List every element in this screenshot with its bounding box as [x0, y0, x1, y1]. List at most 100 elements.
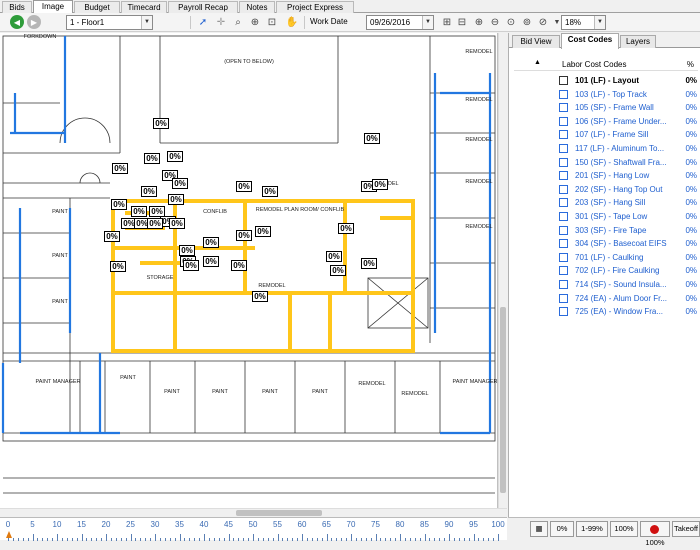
horizontal-scrollbar[interactable] — [0, 508, 507, 517]
progress-marker[interactable]: 0% — [330, 265, 346, 276]
cost-code-row[interactable]: 724 (EA) - Alum Door Fr...0% — [547, 292, 697, 305]
cost-code-checkbox[interactable] — [559, 171, 568, 181]
tab-payroll-recap[interactable]: Payroll Recap — [168, 1, 238, 13]
filter-icon[interactable]: ▦ — [530, 521, 548, 537]
crosshair-icon[interactable]: ✛ — [216, 16, 226, 28]
cost-code-checkbox[interactable] — [559, 89, 568, 99]
vertical-scrollbar[interactable] — [498, 33, 507, 508]
sort-caret-icon[interactable]: ▲ — [534, 59, 541, 66]
progress-marker[interactable]: 0% — [252, 291, 268, 302]
cost-code-row[interactable]: 150 (SF) - Shaftwall Fra...0% — [547, 156, 697, 169]
filter-0-button[interactable]: 0% — [550, 521, 574, 537]
cost-code-checkbox[interactable] — [559, 280, 568, 289]
zoom-select[interactable]: 18% ▼ — [561, 15, 606, 30]
progress-marker[interactable]: 0% — [203, 237, 219, 248]
progress-marker[interactable]: 0% — [149, 206, 165, 217]
cost-code-checkbox[interactable] — [559, 198, 568, 208]
progress-marker[interactable]: 0% — [203, 256, 219, 267]
cost-code-checkbox[interactable] — [559, 184, 568, 194]
progress-marker[interactable]: 0% — [236, 230, 252, 241]
zoom-in-page-icon[interactable]: ⊞ — [442, 16, 452, 28]
cost-code-row[interactable]: 106 (SF) - Frame Under...0% — [547, 115, 697, 128]
cost-code-checkbox[interactable] — [559, 157, 568, 167]
progress-marker[interactable]: 0% — [110, 261, 126, 272]
tab-notes[interactable]: Notes — [239, 1, 275, 13]
progress-marker[interactable]: 0% — [104, 231, 120, 242]
cost-code-checkbox[interactable] — [559, 293, 568, 303]
filter-100-button[interactable]: 100% — [610, 521, 638, 537]
zoom-icon[interactable]: ⌕ — [235, 16, 241, 28]
chevron-down-icon[interactable]: ▼ — [553, 18, 561, 26]
cost-code-row[interactable]: 714 (SF) - Sound Insula...0% — [547, 278, 697, 291]
progress-marker[interactable]: 0% — [141, 186, 157, 197]
progress-marker[interactable]: 0% — [144, 153, 160, 164]
cost-code-checkbox[interactable] — [559, 239, 568, 249]
tab-image[interactable]: Image — [33, 0, 73, 14]
tab-budget[interactable]: Budget — [74, 1, 120, 13]
cost-code-checkbox[interactable] — [559, 116, 568, 126]
cost-code-row[interactable]: 725 (EA) - Window Fra...0% — [547, 305, 697, 318]
tab-bid-view[interactable]: Bid View — [512, 35, 560, 48]
cost-code-row[interactable]: 117 (LF) - Aluminum To...0% — [547, 142, 697, 155]
progress-marker[interactable]: 0% — [361, 258, 377, 269]
ruler-pointer-icon[interactable] — [6, 531, 12, 538]
cost-code-checkbox[interactable] — [559, 225, 568, 235]
progress-marker[interactable]: 0% — [364, 133, 380, 144]
zoom-extents-icon[interactable]: ⊡ — [267, 16, 277, 28]
pan-hand-icon[interactable]: ✋ — [285, 16, 299, 28]
floor-plan-canvas[interactable]: (OPEN TO BELOW) REMODEL REMODEL REMODEL … — [0, 33, 498, 508]
cost-code-checkbox[interactable] — [559, 252, 568, 262]
tab-project-express[interactable]: Project Express — [276, 1, 354, 13]
horizontal-scroll-thumb[interactable] — [236, 510, 322, 516]
tab-cost-codes[interactable]: Cost Codes — [561, 33, 619, 49]
cost-code-checkbox[interactable] — [559, 266, 568, 276]
progress-marker[interactable]: 0% — [172, 178, 188, 189]
progress-marker[interactable]: 0% — [169, 218, 185, 229]
forward-icon[interactable]: ▶ — [27, 15, 41, 29]
progress-marker[interactable]: 0% — [167, 151, 183, 162]
progress-marker[interactable]: 0% — [147, 218, 163, 229]
cost-code-checkbox[interactable] — [559, 130, 568, 140]
tab-layers[interactable]: Layers — [620, 35, 656, 48]
zoom-in-icon[interactable]: ⊕ — [474, 16, 484, 28]
progress-marker[interactable]: 0% — [162, 170, 178, 181]
pointer-icon[interactable]: ➚ — [198, 16, 208, 28]
cost-code-checkbox[interactable] — [559, 144, 568, 153]
cost-code-checkbox[interactable] — [559, 212, 568, 221]
progress-marker[interactable]: 0% — [179, 245, 195, 256]
progress-marker[interactable]: 0% — [111, 199, 127, 210]
zoom-window-icon[interactable]: ⊕ — [250, 16, 260, 28]
progress-marker[interactable]: 0% — [326, 251, 342, 262]
zoom-previous-icon[interactable]: ⊙ — [506, 16, 516, 28]
tab-bids[interactable]: Bids — [2, 1, 32, 13]
zoom-fit-icon[interactable]: ⊟ — [457, 16, 467, 28]
back-icon[interactable]: ◀ — [10, 15, 24, 29]
cost-code-checkbox[interactable] — [559, 307, 568, 317]
cost-code-checkbox[interactable] — [559, 103, 568, 113]
filter-100-red-button[interactable]: 100% — [640, 521, 670, 547]
progress-marker[interactable]: 0% — [236, 181, 252, 192]
progress-marker[interactable]: 0% — [131, 206, 147, 217]
progress-marker[interactable]: 0% — [153, 118, 169, 129]
progress-marker[interactable]: 0% — [183, 260, 199, 271]
work-date-picker[interactable]: 09/26/2016 ▼ — [366, 15, 434, 30]
zoom-out-icon[interactable]: ⊖ — [490, 16, 500, 28]
tab-timecard[interactable]: Timecard — [121, 1, 167, 13]
progress-marker[interactable]: 0% — [231, 260, 247, 271]
progress-marker[interactable]: 0% — [372, 179, 388, 190]
zoom-page-icon[interactable]: ⊘ — [538, 16, 548, 28]
zoom-actual-icon[interactable]: ⊚ — [522, 16, 532, 28]
